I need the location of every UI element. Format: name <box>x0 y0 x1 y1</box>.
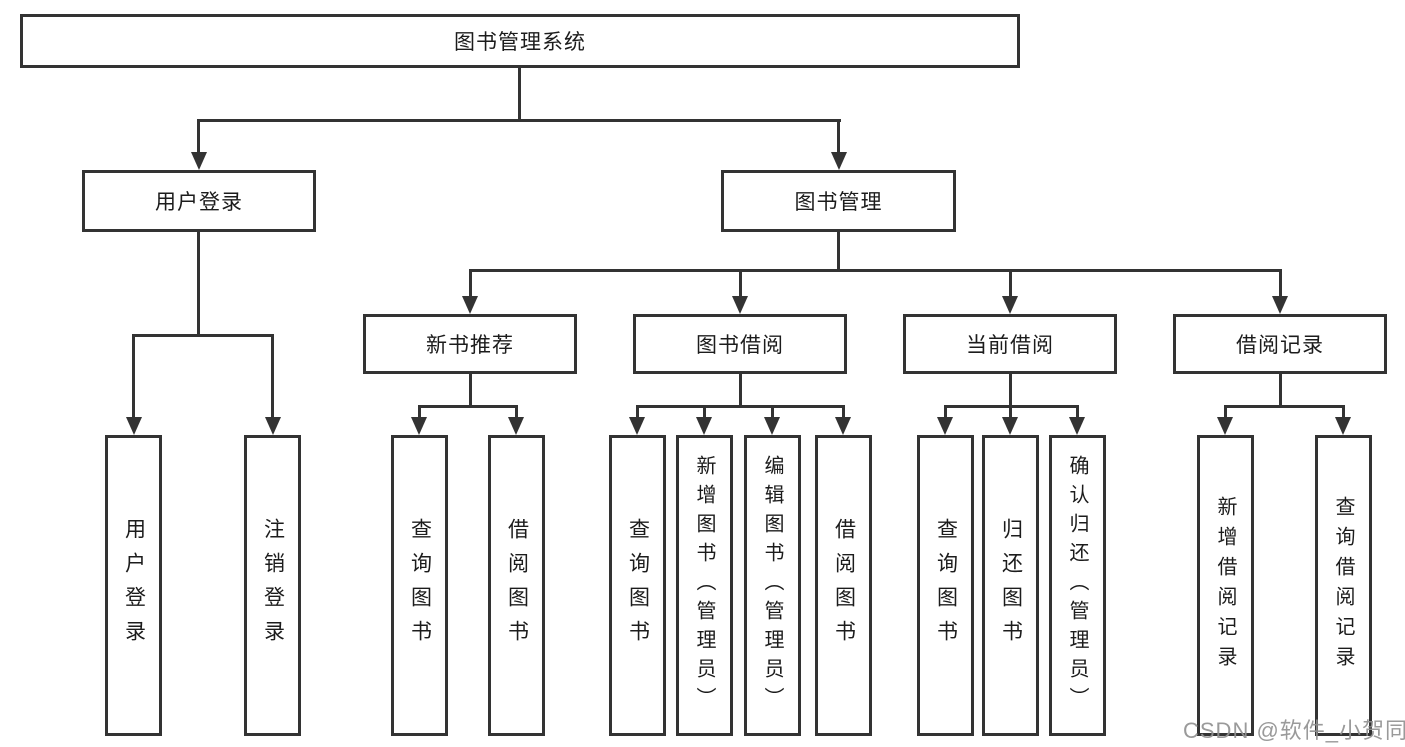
edge-line <box>271 334 274 417</box>
node-book-management: 图书管理 <box>721 170 956 232</box>
leaf-query-borrow-record: 查询借阅记录 <box>1315 435 1372 736</box>
leaf-borrow-books-2: 借阅图书 <box>815 435 872 736</box>
edge-line <box>837 119 840 152</box>
edge-line <box>944 405 947 417</box>
leaf-label: 查询图书 <box>626 517 650 654</box>
leaf-label: 新增借阅记录 <box>1214 495 1236 676</box>
leaf-label: 查询图书 <box>934 517 958 654</box>
edge-line <box>132 334 135 417</box>
edge-line <box>469 269 1282 272</box>
edge-line <box>636 405 845 408</box>
leaf-label: 用户登录 <box>122 517 146 654</box>
arrowhead-icon <box>1069 417 1085 435</box>
edge-line <box>837 232 840 271</box>
leaf-logout: 注销登录 <box>244 435 301 736</box>
edge-line <box>469 374 472 407</box>
edge-line <box>1076 405 1079 417</box>
arrowhead-icon <box>764 417 780 435</box>
leaf-label: 新增图书（管理员） <box>693 455 715 716</box>
edge-line <box>518 68 521 120</box>
arrowhead-icon <box>1217 417 1233 435</box>
edge-line <box>1279 269 1282 296</box>
edge-line <box>1342 405 1345 417</box>
leaf-query-books-1: 查询图书 <box>391 435 448 736</box>
edge-line <box>197 119 841 122</box>
edge-line <box>771 405 774 417</box>
node-user-login: 用户登录 <box>82 170 316 232</box>
leaf-user-login: 用户登录 <box>105 435 162 736</box>
edge-line <box>1009 374 1012 407</box>
leaf-label: 归还图书 <box>999 517 1023 654</box>
leaf-query-books-3: 查询图书 <box>917 435 974 736</box>
leaf-add-borrow-record: 新增借阅记录 <box>1197 435 1254 736</box>
edge-line <box>1224 405 1227 417</box>
leaf-add-book-admin: 新增图书（管理员） <box>676 435 733 736</box>
leaf-label: 借阅图书 <box>832 517 856 654</box>
node-borrow-records: 借阅记录 <box>1173 314 1387 374</box>
leaf-label: 编辑图书（管理员） <box>761 455 783 716</box>
arrowhead-icon <box>265 417 281 435</box>
leaf-query-books-2: 查询图书 <box>609 435 666 736</box>
node-current-borrow: 当前借阅 <box>903 314 1117 374</box>
arrowhead-icon <box>1002 296 1018 314</box>
arrowhead-icon <box>1002 417 1018 435</box>
leaf-confirm-return-admin: 确认归还（管理员） <box>1049 435 1106 736</box>
arrowhead-icon <box>937 417 953 435</box>
edge-line <box>469 269 472 296</box>
edge-line <box>1224 405 1345 408</box>
arrowhead-icon <box>191 152 207 170</box>
arrowhead-icon <box>696 417 712 435</box>
leaf-return-books: 归还图书 <box>982 435 1039 736</box>
edge-line <box>132 334 274 337</box>
edge-line <box>1009 269 1012 296</box>
edge-line <box>636 405 639 417</box>
edge-line <box>842 405 845 417</box>
edge-line <box>739 269 742 296</box>
leaf-label: 查询图书 <box>408 517 432 654</box>
arrowhead-icon <box>508 417 524 435</box>
arrowhead-icon <box>462 296 478 314</box>
arrowhead-icon <box>126 417 142 435</box>
edge-line <box>418 405 518 408</box>
arrowhead-icon <box>831 152 847 170</box>
leaf-label: 确认归还（管理员） <box>1066 455 1088 716</box>
edge-line <box>197 232 200 335</box>
arrowhead-icon <box>732 296 748 314</box>
leaf-edit-book-admin: 编辑图书（管理员） <box>744 435 801 736</box>
leaf-borrow-books-1: 借阅图书 <box>488 435 545 736</box>
arrowhead-icon <box>411 417 427 435</box>
leaf-label: 查询借阅记录 <box>1332 495 1354 676</box>
leaf-label: 注销登录 <box>261 517 285 654</box>
edge-line <box>197 119 200 152</box>
edge-line <box>1009 405 1012 417</box>
edge-line <box>515 405 518 417</box>
arrowhead-icon <box>1335 417 1351 435</box>
leaf-label: 借阅图书 <box>505 517 529 654</box>
edge-line <box>703 405 706 417</box>
node-new-book-recommend: 新书推荐 <box>363 314 577 374</box>
arrowhead-icon <box>629 417 645 435</box>
edge-line <box>418 405 421 417</box>
edge-line <box>1279 374 1282 407</box>
csdn-watermark: CSDN @软件_小贺同学 <box>1183 718 1405 743</box>
edge-line <box>739 374 742 407</box>
arrowhead-icon <box>835 417 851 435</box>
arrowhead-icon <box>1272 296 1288 314</box>
node-root: 图书管理系统 <box>20 14 1020 68</box>
node-book-borrow: 图书借阅 <box>633 314 847 374</box>
